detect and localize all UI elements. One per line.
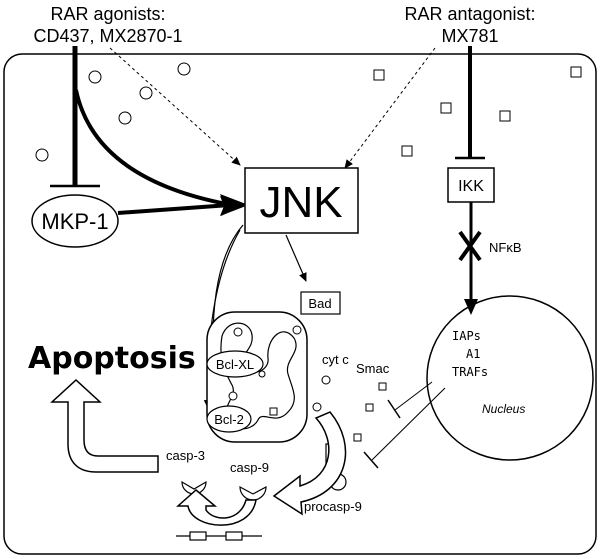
mkp1-to-jnk-line: [117, 203, 231, 215]
mito-bead: [228, 391, 238, 401]
mito-bead: [233, 327, 243, 337]
iaps-label: IAPs: [452, 329, 481, 343]
jnk-to-bad-arrow: [285, 234, 307, 282]
mito-bead: [258, 370, 266, 378]
iap-inhibit-bar: [363, 451, 379, 469]
smac-square: [365, 403, 374, 412]
nucleus-ellipse: [426, 295, 594, 461]
drug-molecule-square: [499, 110, 511, 122]
agonist-to-jnk-curve: [74, 89, 233, 207]
smac-inhibit-line: [394, 381, 433, 411]
cytc-label: cyt c: [322, 352, 349, 367]
smac-square: [378, 382, 387, 391]
cytc-dot: [312, 402, 322, 412]
procasp9-label: procasp-9: [304, 499, 362, 514]
antagonist-dashed-arrow: [344, 47, 436, 169]
bcl2-label: Bcl-2: [214, 412, 244, 427]
ikk-box: [447, 167, 495, 203]
agonists-title: RAR agonists:: [50, 4, 165, 24]
ikk-label: IKK: [458, 178, 484, 195]
nfkb-block-x-b: [458, 230, 482, 262]
smac-inhibit-bar: [387, 399, 401, 419]
substrate-block: [225, 531, 243, 541]
mito-bead: [292, 325, 302, 335]
ikk-to-nucleus-head: [464, 299, 478, 315]
apoptosis-label: Apoptosis: [28, 341, 196, 376]
drug-molecule-circle: [118, 111, 132, 125]
cell-boundary: [3, 53, 597, 555]
jnk-label: JNK: [259, 178, 342, 227]
trafs-label: TRAFs: [452, 365, 488, 379]
drug-molecule-square: [440, 102, 452, 114]
smac-square: [353, 433, 362, 442]
agonists-names: CD437, MX2870-1: [33, 26, 182, 46]
casp3-to-apoptosis-arrow: [50, 378, 159, 473]
agonist-dashed-arrow: [109, 47, 241, 166]
bclxl-label: Bcl-XL: [216, 357, 254, 372]
iap-inhibit-line: [371, 387, 446, 461]
casp9-label: casp-9: [230, 460, 269, 475]
jnk-box: [244, 167, 359, 234]
cytc-to-casp9-arrow: [272, 411, 347, 516]
mkp1-to-jnk-head: [220, 194, 246, 216]
antagonist-title: RAR antagonist:: [404, 4, 535, 24]
bcl2-ellipse: [206, 405, 252, 433]
casp9-shape: [239, 485, 267, 501]
drug-molecule-circle: [35, 148, 49, 162]
mkp1-label: MKP-1: [41, 209, 108, 234]
bclxl-ellipse: [206, 350, 264, 378]
nucleus-label: Nucleus: [482, 402, 525, 416]
drug-molecule-square: [373, 69, 385, 81]
drug-molecule-square: [570, 66, 582, 78]
casp3-label: casp-3: [166, 448, 205, 463]
drug-molecule-circle: [139, 86, 153, 100]
casp9-to-casp3-arrow: [176, 489, 257, 526]
drug-molecule-circle: [177, 62, 191, 76]
bad-box: [300, 291, 341, 315]
nfkb-label: NFκB: [489, 240, 522, 255]
smac-label: Smac: [356, 361, 390, 376]
drug-molecule-circle: [88, 70, 102, 84]
a1-label: A1: [466, 347, 480, 361]
substrate-block: [189, 531, 207, 541]
mkp1-ellipse: [31, 194, 119, 248]
drug-molecule-square: [401, 145, 413, 157]
cytc-dot: [321, 375, 331, 385]
bad-label: Bad: [308, 296, 331, 311]
antagonist-name: MX781: [441, 26, 498, 46]
mito-square: [269, 407, 278, 416]
